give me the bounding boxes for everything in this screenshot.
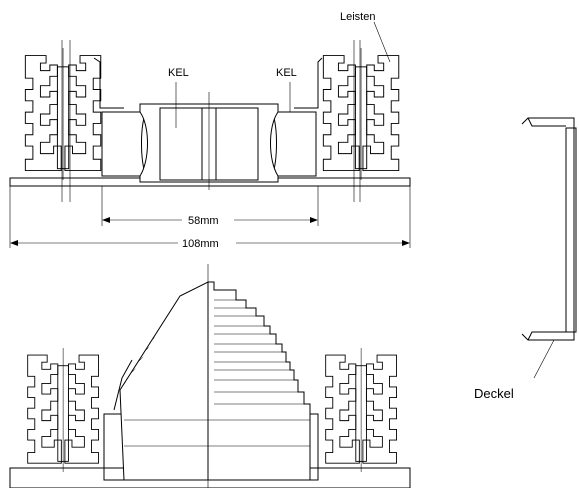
right-rail-profile-bottom xyxy=(325,348,398,472)
dim-108-label: 108mm xyxy=(182,238,219,250)
top-section: KEL KEL Leisten 58mm 108mm xyxy=(9,11,411,250)
grid-seal-left xyxy=(103,413,125,481)
leisten-label: Leisten xyxy=(340,11,375,23)
seal-left xyxy=(101,111,147,177)
right-rail-profile-top xyxy=(294,40,400,202)
kel-right-label: KEL xyxy=(276,67,297,79)
seal-right xyxy=(271,111,317,177)
left-rail-profile-top xyxy=(24,40,124,202)
deckel-leader xyxy=(533,339,555,379)
kel-insert xyxy=(139,92,279,190)
kel-left-label: KEL xyxy=(168,67,189,79)
dimension-108mm: 108mm xyxy=(9,186,411,250)
dim-58-label: 58mm xyxy=(188,215,219,227)
leisten-leader xyxy=(373,21,391,63)
bottom-section xyxy=(9,264,411,488)
stepped-grommet xyxy=(113,264,311,488)
deckel-cover: Deckel xyxy=(474,117,577,401)
deckel-label: Deckel xyxy=(474,386,514,401)
dimension-58mm: 58mm xyxy=(101,186,319,227)
left-rail-profile-bottom xyxy=(27,348,100,472)
